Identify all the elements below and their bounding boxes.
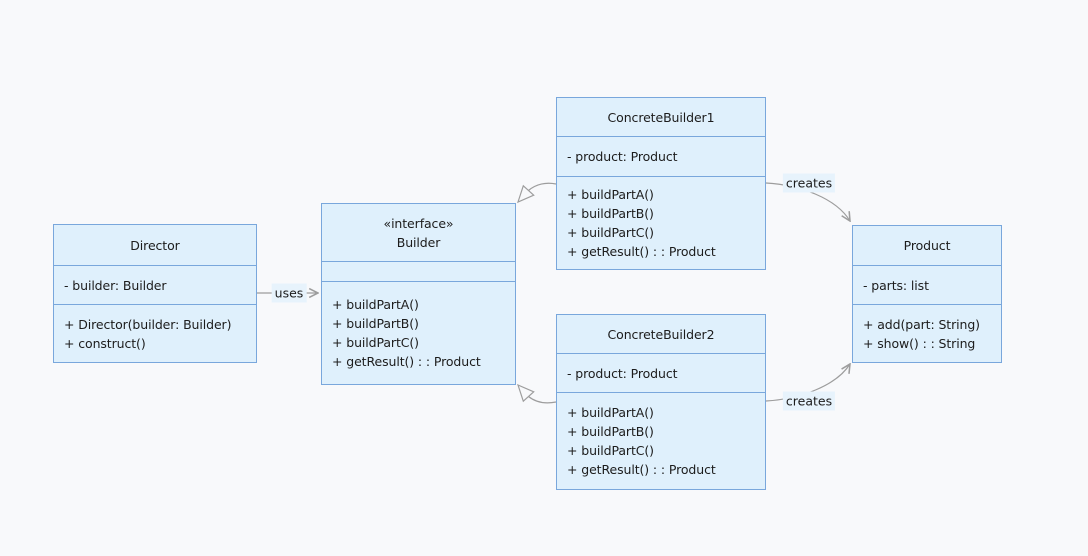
attribute: - builder: Builder <box>64 277 167 293</box>
stereotype-label: «interface» <box>383 215 454 231</box>
method: + buildPartB() <box>567 206 654 221</box>
method: + getResult() : : Product <box>567 244 716 259</box>
class-builder: «interface» Builder + buildPartA() + bui… <box>321 203 516 385</box>
class-director-title: Director <box>130 237 180 253</box>
method: + buildPartA() <box>567 187 654 202</box>
method: + add(part: String) <box>863 316 980 332</box>
method: + buildPartB() <box>567 424 654 439</box>
class-builder-title: «interface» Builder <box>322 204 515 261</box>
realization-triangle-icon <box>517 184 535 204</box>
realization-triangle-icon <box>517 383 535 403</box>
method: + Director(builder: Builder) <box>64 316 232 332</box>
edge-label-creates-top: creates <box>782 173 836 193</box>
class-director-attributes: - builder: Builder <box>54 265 256 304</box>
class-product-methods: + add(part: String) + show() : : String <box>853 304 1001 362</box>
method: + show() : : String <box>863 335 976 351</box>
method: + buildPartC() <box>332 335 419 350</box>
method: + buildPartA() <box>567 405 654 420</box>
method: + buildPartA() <box>332 297 419 312</box>
class-concretebuilder1: ConcreteBuilder1 - product: Product + bu… <box>556 97 766 270</box>
attribute: - parts: list <box>863 277 929 293</box>
method: + getResult() : : Product <box>332 354 481 369</box>
class-director-methods: + Director(builder: Builder) + construct… <box>54 304 256 362</box>
class-product-attributes: - parts: list <box>853 265 1001 304</box>
class-concretebuilder1-title: ConcreteBuilder1 <box>607 109 715 125</box>
edge-label-uses: uses <box>271 283 307 303</box>
class-product-title: Product <box>903 238 951 253</box>
class-concretebuilder2-methods: + buildPartA() + buildPartB() + buildPar… <box>557 392 765 489</box>
edge-concretebuilder2-realizes-builder <box>528 396 557 404</box>
edge-concretebuilder1-realizes-builder <box>528 182 557 191</box>
method: + buildPartC() <box>567 225 654 240</box>
method: + buildPartB() <box>332 316 419 331</box>
class-concretebuilder2-title: ConcreteBuilder2 <box>607 326 715 342</box>
class-concretebuilder1-attributes: - product: Product <box>557 136 765 176</box>
edge-label-creates-bottom: creates <box>782 391 836 411</box>
class-builder-methods: + buildPartA() + buildPartB() + buildPar… <box>322 281 515 384</box>
class-director: Director - builder: Builder + Director(b… <box>53 224 257 363</box>
attribute: - product: Product <box>567 365 678 381</box>
class-builder-attributes <box>322 261 515 281</box>
class-product: Product - parts: list + add(part: String… <box>852 225 1002 363</box>
method: + buildPartC() <box>567 443 654 458</box>
class-concretebuilder1-methods: + buildPartA() + buildPartB() + buildPar… <box>557 176 765 269</box>
class-name: Builder <box>396 234 441 250</box>
class-concretebuilder2: ConcreteBuilder2 - product: Product + bu… <box>556 314 766 490</box>
attribute: - product: Product <box>567 149 678 164</box>
method: + getResult() : : Product <box>567 462 716 477</box>
method: + construct() <box>64 335 146 351</box>
class-concretebuilder2-attributes: - product: Product <box>557 353 765 392</box>
